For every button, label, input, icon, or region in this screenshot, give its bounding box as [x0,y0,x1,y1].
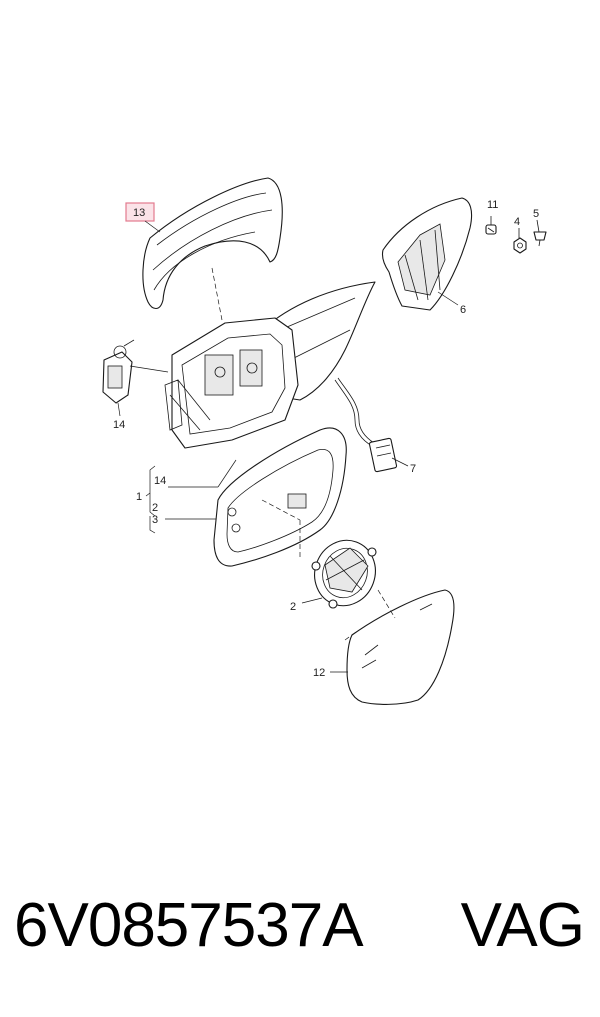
mirror-adjust-motor-2 [301,539,377,609]
callout-2-upper: 2 [152,502,158,514]
callout-3: 3 [152,514,158,526]
callout-5: 5 [533,208,539,220]
part-number: 6V0857537A [14,891,364,960]
callout-4: 4 [514,216,520,228]
screw-11 [485,216,497,235]
callout-1: 1 [136,491,142,503]
callout-14-bottom: 14 [154,475,166,487]
callout-13: 13 [133,207,145,219]
callout-7: 7 [410,463,416,475]
turn-signal-unit-14 [102,339,169,417]
callout-12: 12 [313,667,325,679]
callout-14-top: 14 [113,419,125,431]
mirror-glass-12 [330,589,455,705]
callout-2-lower: 2 [290,601,296,613]
mirror-glass-carrier [213,427,347,567]
brand-label: VAG [460,891,585,960]
mirror-housing-shell [381,197,473,311]
callout-13-highlight [125,202,155,222]
mirror-cover-cap [142,177,283,321]
callout-11: 11 [487,199,498,211]
mirror-inner-frame [164,317,299,449]
nut-4 [513,228,527,254]
callout-6: 6 [460,304,466,316]
callout-bracket-group-1 [145,459,237,534]
clip-5 [533,219,547,247]
wiring-harness-7 [334,377,409,473]
